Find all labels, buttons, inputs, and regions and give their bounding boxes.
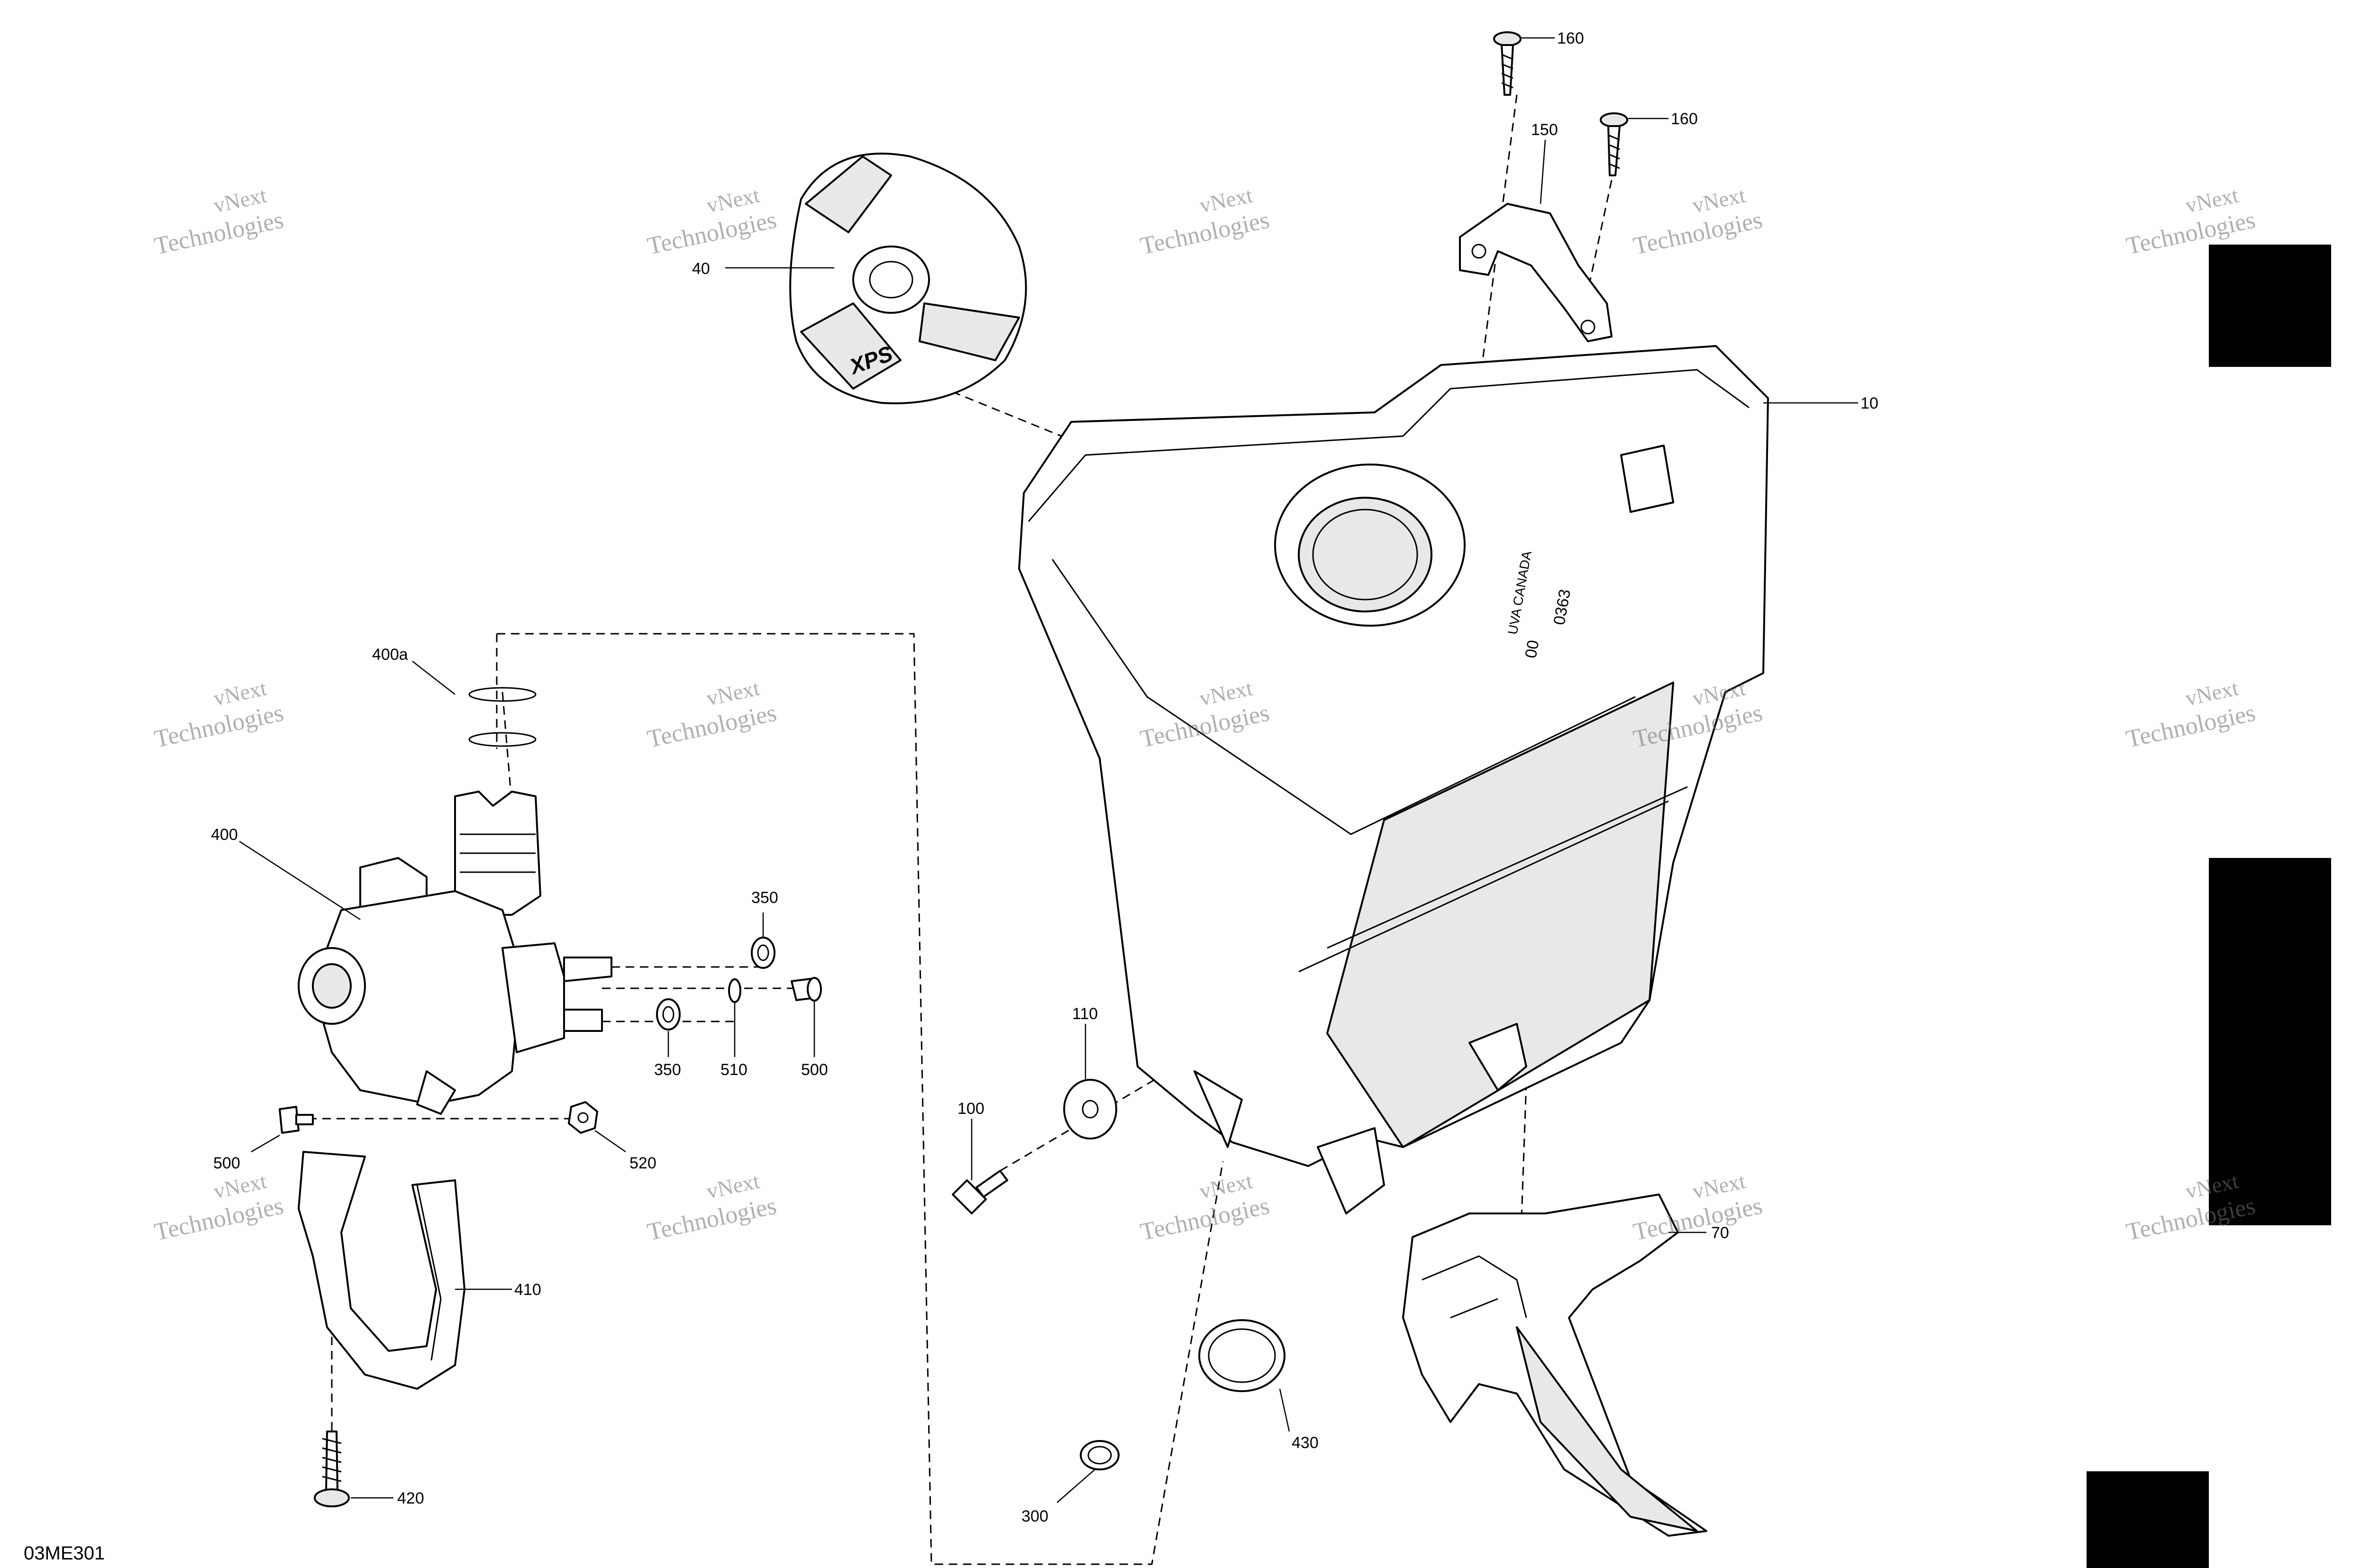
callout-300: 300 — [1021, 1507, 1048, 1525]
callout-100: 100 — [957, 1100, 984, 1118]
bracket-150 — [1459, 203, 1613, 342]
callout-400: 400 — [211, 826, 238, 844]
callout-160-b: 160 — [1671, 110, 1698, 128]
callout-500-a: 500 — [801, 1061, 828, 1079]
tank-marking-1: 00 — [1522, 639, 1542, 660]
callout-70: 70 — [1711, 1224, 1729, 1242]
callout-110: 110 — [1072, 1005, 1098, 1023]
filler-cap-40: XPS — [789, 153, 1027, 404]
o-rings-400a — [468, 687, 537, 747]
screw-160-a — [1493, 31, 1522, 96]
callout-160-a: 160 — [1557, 29, 1584, 47]
washer-510 — [728, 978, 741, 1003]
clamp-430 — [1198, 1319, 1285, 1392]
leader-lines — [239, 37, 1858, 1503]
clip-350-a — [751, 937, 775, 969]
nut-520 — [568, 1101, 598, 1134]
callout-500-b: 500 — [213, 1154, 240, 1172]
redaction-block-top — [2209, 245, 2331, 367]
callout-400a: 400a — [372, 646, 408, 664]
washer-110 — [1063, 1079, 1117, 1140]
callout-150: 150 — [1531, 121, 1558, 139]
fitting-500-a — [791, 977, 822, 1002]
oil-pump-400 — [298, 791, 612, 1115]
screw-160-b — [1600, 112, 1628, 176]
callout-410: 410 — [514, 1281, 541, 1299]
oil-tank-10: 00 0363 UVA CANADA — [1018, 345, 1769, 1214]
callout-350-a: 350 — [751, 889, 778, 907]
diagram-id-code: 03ME301 — [24, 1543, 105, 1564]
lower-bracket-70 — [1402, 1194, 1707, 1537]
callout-labels: 160 160 150 40 10 400a 400 350 350 510 5… — [211, 29, 1878, 1525]
redaction-block-middle — [2209, 858, 2331, 1225]
callout-350-b: 350 — [654, 1061, 681, 1079]
callout-420: 420 — [397, 1489, 424, 1507]
screw-420 — [314, 1431, 350, 1507]
redaction-block-bottom — [2087, 1471, 2209, 1568]
callout-430: 430 — [1292, 1434, 1319, 1452]
bolt-500-b — [279, 1106, 314, 1134]
callout-520: 520 — [629, 1154, 656, 1172]
clip-350-b — [656, 998, 681, 1030]
strap-410 — [298, 1151, 465, 1390]
callout-10: 10 — [1860, 394, 1878, 412]
clamp-300 — [1080, 1440, 1120, 1470]
callout-40: 40 — [692, 260, 710, 278]
callout-510: 510 — [720, 1061, 747, 1079]
bolt-100 — [952, 1170, 1008, 1214]
